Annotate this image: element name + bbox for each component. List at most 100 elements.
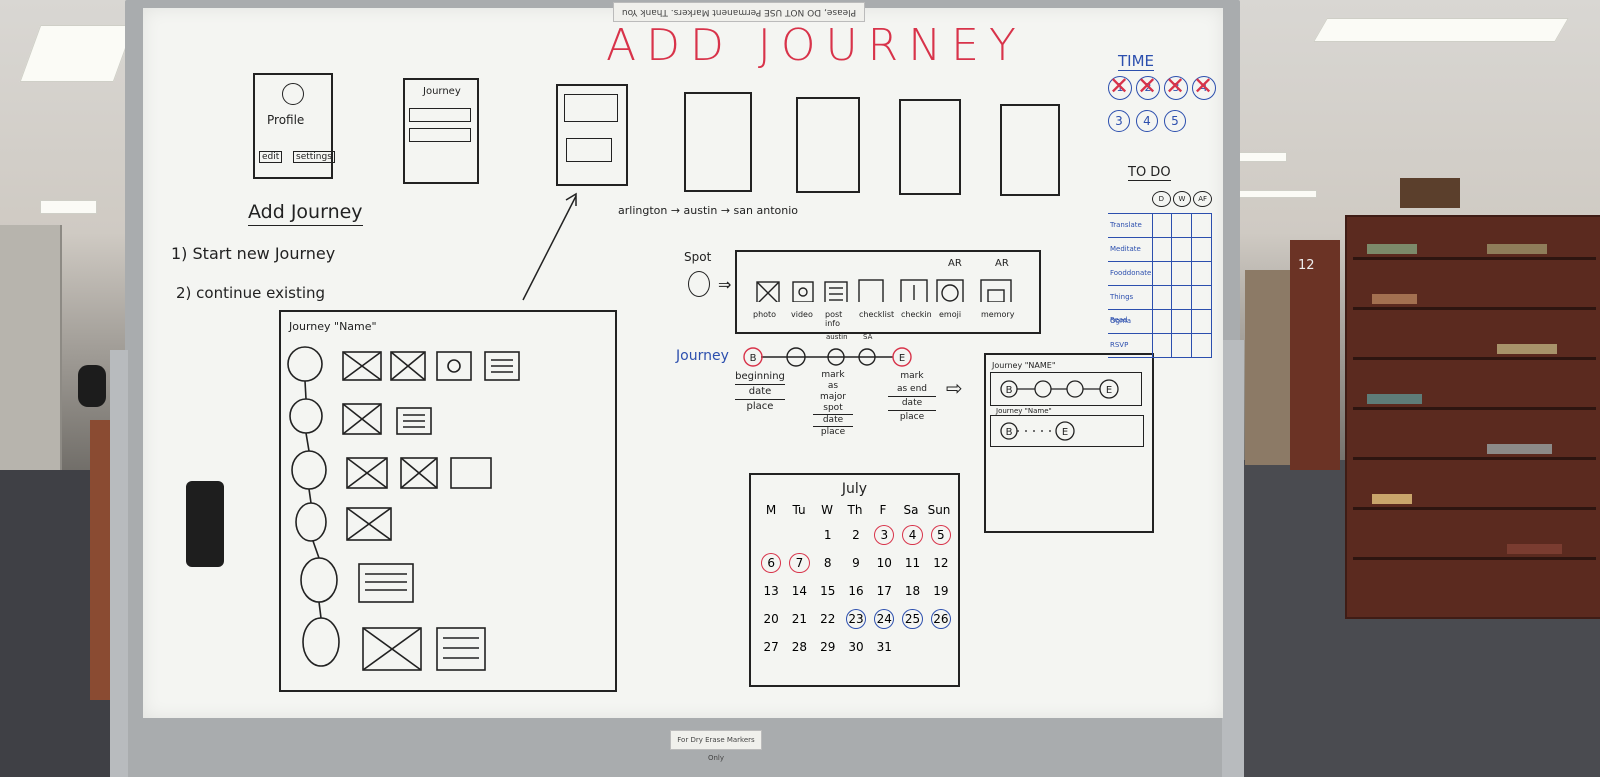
todo-row-label: RSVP — [1108, 334, 1153, 357]
journey-card: B E — [990, 372, 1142, 406]
begin-note: beginning — [735, 370, 785, 385]
todo-row-label: Translate — [1108, 214, 1153, 237]
empty-phone-sketch — [899, 99, 961, 195]
add-journey-heading: Add Journey — [248, 201, 363, 226]
end-note: as end — [888, 383, 936, 397]
time-slot-value: 3 — [1172, 81, 1180, 94]
route-text: arlington → austin → san antonio — [618, 204, 799, 217]
profile-label: Profile — [267, 113, 305, 127]
post-image-sketch — [564, 94, 618, 122]
major-note: date — [813, 415, 853, 427]
calendar-day: 4 — [902, 525, 923, 545]
todo-cell — [1192, 310, 1213, 333]
spot-label: Spot — [684, 250, 712, 264]
time-slot-open: 3 — [1108, 110, 1130, 132]
journey-card-timeline: B E — [1000, 379, 1119, 399]
shelf-number: 12 — [1298, 258, 1315, 273]
notice-sign-bottom: For Dry Erase Markers Only — [670, 730, 762, 762]
todo-columns: D W AF — [1152, 191, 1213, 207]
ar-label: AR — [948, 258, 962, 269]
journey-timeline — [287, 346, 520, 671]
time-crossed-row: 1✕ 2✕ 3✕ 4✕ — [1108, 72, 1216, 100]
weekday: W — [821, 503, 833, 517]
card-node-end: E — [1106, 385, 1112, 396]
edit-button-sketch: edit — [259, 151, 283, 163]
calendar-day: 19 — [933, 584, 949, 598]
board-stand — [110, 350, 128, 777]
calendar-day: 18 — [904, 584, 921, 598]
spot-icons — [756, 279, 1012, 302]
journey-list-title: Journey "Name" — [289, 320, 377, 333]
journey-card-title: Journey "NAME" — [992, 361, 1056, 370]
calendar-day: 10 — [876, 556, 892, 570]
spot-circle-icon — [688, 271, 710, 297]
calendar-day: 20 — [763, 612, 779, 626]
begin-note: place — [746, 401, 774, 412]
time-slot-value: 1 — [1116, 81, 1124, 94]
weekday: Sa — [903, 503, 919, 517]
time-slot-value: 4 — [1200, 81, 1208, 94]
feed-phone-sketch — [556, 84, 628, 186]
flow-top-label-sa: SA — [863, 333, 873, 341]
journey-phone-sketch: Journey — [403, 78, 479, 184]
eraser[interactable] — [186, 481, 224, 567]
post-image-sketch — [566, 138, 612, 162]
major-note: major — [820, 392, 846, 402]
calendar-day — [931, 637, 951, 657]
calendar-day — [789, 525, 809, 545]
spot-item-video: video — [791, 310, 813, 319]
calendar-day: 31 — [876, 640, 892, 654]
todo-row-label: Meditate — [1108, 238, 1153, 261]
profile-phone-sketch: Profile edit settings — [253, 73, 335, 179]
todo-cell — [1153, 214, 1173, 237]
journey-list-sketch: Journey "Name" — [279, 310, 617, 692]
todo-row: Fooddonate — [1108, 262, 1213, 286]
calendar-day: 30 — [848, 640, 864, 654]
todo-cell — [1192, 238, 1213, 261]
todo-cell — [1172, 286, 1193, 309]
begin-note: date — [735, 385, 785, 400]
calendar-day: 9 — [852, 556, 860, 570]
bookshelf-distant — [1245, 270, 1290, 465]
empty-phone-sketch — [1000, 104, 1060, 196]
calendar-day: 16 — [848, 584, 864, 598]
calendar-weekdays: M Tu W Th F Sa Sun — [757, 503, 955, 517]
todo-cell — [1172, 214, 1193, 237]
time-slot-crossed: 2✕ — [1136, 72, 1160, 100]
calendar-day: 8 — [823, 556, 832, 570]
end-note: date — [888, 397, 936, 411]
weekday: Tu — [792, 503, 806, 517]
calendar-day: 28 — [791, 640, 808, 654]
calendar-day: 25 — [902, 609, 923, 629]
spot-item-memory: memory — [981, 310, 1015, 319]
time-open-row: 3 4 5 — [1108, 110, 1186, 132]
journey-card-title: Journey "Name" — [996, 407, 1052, 415]
spot-panel: photo video post info checklist checkin … — [735, 250, 1041, 334]
weekday: F — [879, 503, 887, 517]
settings-button-sketch: settings — [293, 151, 335, 163]
avatar-icon — [282, 83, 304, 105]
calendar-day: 15 — [820, 584, 836, 598]
board-title: ADD JOURNEY — [606, 20, 1026, 71]
time-slot-value: 2 — [1144, 81, 1152, 94]
calendar-day: 24 — [874, 609, 895, 629]
empty-phone-sketch — [796, 97, 860, 193]
ceiling-light — [40, 200, 97, 214]
arrow-right-icon: ⇨ — [946, 376, 963, 400]
ceiling-light — [1235, 190, 1317, 198]
empty-phone-sketch — [684, 92, 752, 192]
spot-item-post-info: post info — [825, 310, 843, 328]
ceiling-light — [1313, 18, 1569, 42]
time-slot-crossed: 3✕ — [1164, 72, 1188, 100]
card-node-begin: B — [1006, 385, 1013, 396]
calendar-day: 1 — [823, 528, 832, 542]
glass-wall — [0, 225, 62, 475]
arrow-right-icon: ⇒ — [718, 275, 732, 294]
todo-column: AF — [1193, 191, 1213, 207]
